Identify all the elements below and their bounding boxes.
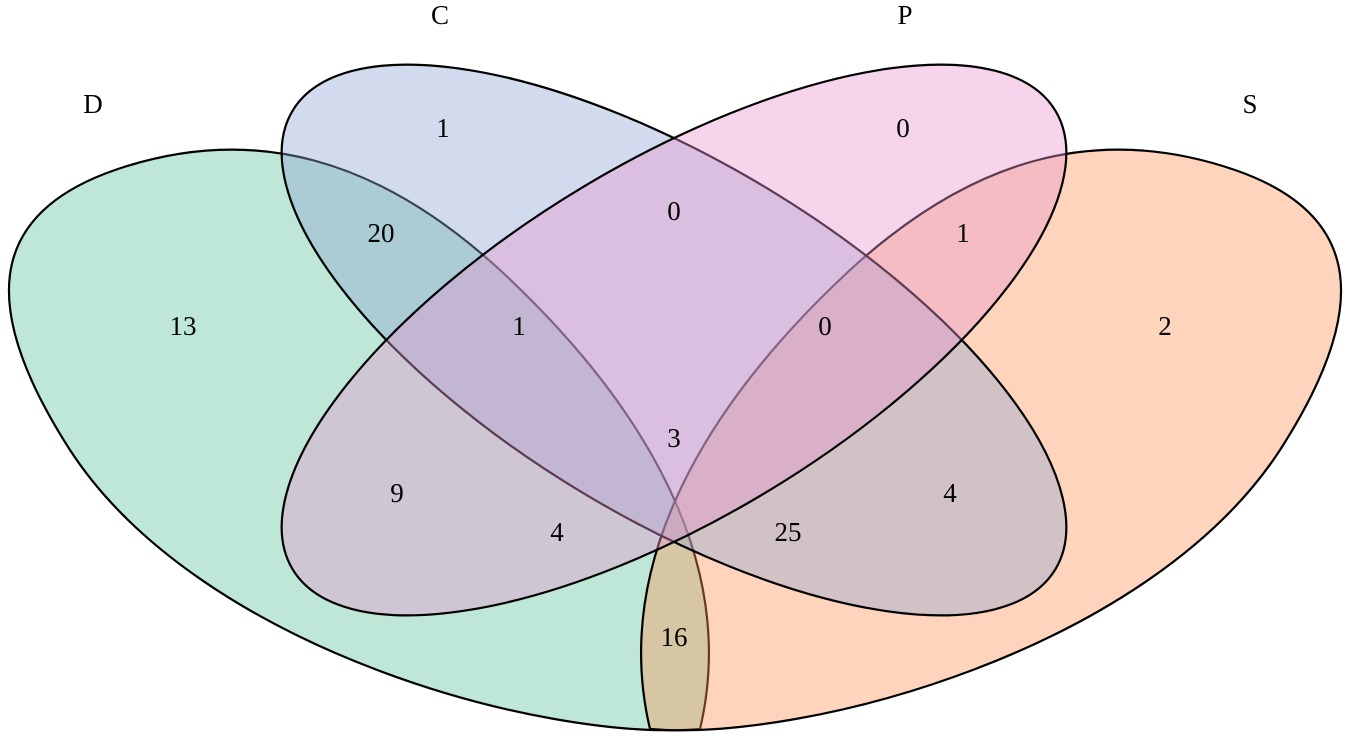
region-count-p-only: 0	[896, 113, 910, 143]
region-count-c-p: 0	[667, 196, 681, 226]
set-c-label: C	[431, 0, 449, 30]
region-count-d-p-s: 4	[550, 517, 564, 547]
region-count-d-c-s: 25	[775, 517, 802, 547]
region-count-all: 3	[667, 423, 681, 453]
region-count-d-c-p: 1	[512, 311, 526, 341]
region-count-s-only: 2	[1158, 311, 1172, 341]
region-count-c-only: 1	[436, 113, 450, 143]
set-s-label: S	[1242, 89, 1257, 119]
region-count-d-p: 9	[390, 478, 404, 508]
set-labels: D C P S	[83, 0, 1257, 119]
set-d-label: D	[83, 89, 103, 119]
region-count-c-s: 4	[943, 478, 957, 508]
set-c-shape	[280, 63, 1068, 617]
set-s-shape	[640, 148, 1343, 732]
region-count-c-p-s: 0	[818, 311, 832, 341]
region-count-d-c: 20	[368, 218, 395, 248]
region-count-d-s: 16	[661, 622, 688, 652]
region-count-d-only: 13	[170, 311, 197, 341]
region-counts: 1 0 20 0 1 13 1 0 2 3 9 4 4 25 16	[170, 113, 1172, 652]
set-shapes	[7, 63, 1343, 732]
set-p-shape	[280, 63, 1068, 617]
set-d-shape	[7, 148, 710, 732]
region-count-p-s: 1	[956, 218, 970, 248]
set-p-label: P	[897, 0, 912, 30]
